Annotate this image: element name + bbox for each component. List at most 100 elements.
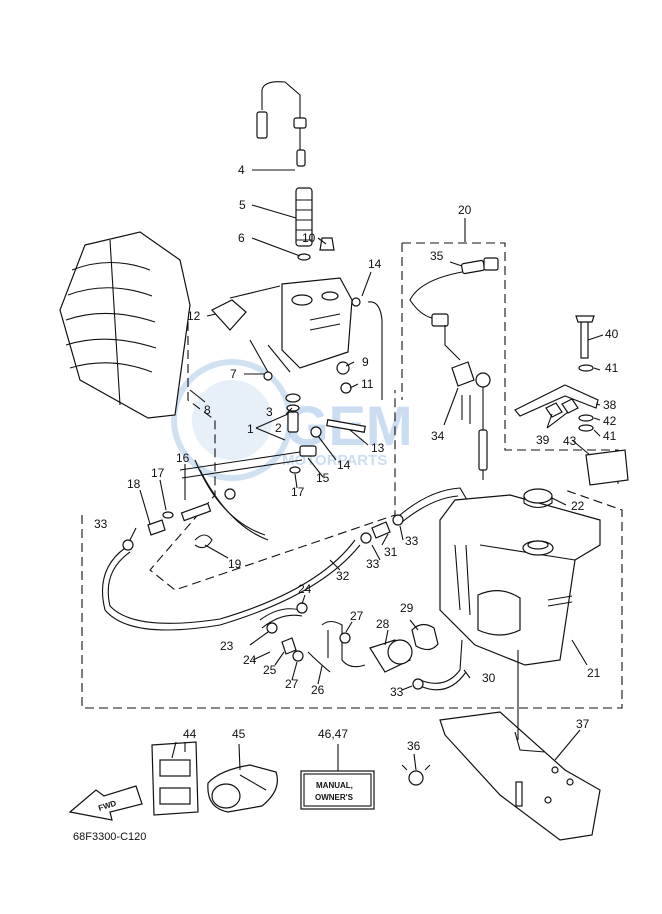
upper-hose-outline bbox=[149, 308, 396, 591]
callout-21: 21 bbox=[587, 666, 601, 680]
part-10-screw bbox=[319, 237, 335, 251]
group-20-outline bbox=[402, 242, 619, 485]
part-46-47-manual: MANUAL, OWNER'S bbox=[300, 770, 375, 810]
callout-24a: 24 bbox=[298, 582, 312, 596]
part-9-grommet bbox=[336, 361, 350, 375]
group-20-parts bbox=[409, 257, 499, 480]
callout-33b: 33 bbox=[366, 557, 380, 571]
callout-30: 30 bbox=[482, 671, 496, 685]
callout-40: 40 bbox=[605, 327, 619, 341]
long-hose-a bbox=[101, 544, 361, 631]
manual-label-line1: MANUAL, bbox=[316, 781, 353, 790]
callout-46-47: 46,47 bbox=[318, 727, 348, 741]
callout-15: 15 bbox=[316, 471, 330, 485]
part-18-connector bbox=[147, 519, 166, 536]
diagram-code: 68F3300-C120 bbox=[73, 831, 146, 843]
callout-13: 13 bbox=[371, 441, 385, 455]
callout-36: 36 bbox=[407, 739, 421, 753]
lower-system-outline bbox=[81, 489, 623, 709]
callout-39: 39 bbox=[536, 433, 550, 447]
upper-oil-tank bbox=[229, 277, 353, 369]
callout-19: 19 bbox=[228, 557, 242, 571]
part-14-clip-a bbox=[351, 297, 361, 307]
part-13-hose bbox=[326, 419, 366, 433]
right-bracket-parts bbox=[514, 315, 629, 486]
callout-17b: 17 bbox=[291, 485, 305, 499]
callout-14a: 14 bbox=[368, 257, 382, 271]
part-22-cap bbox=[523, 488, 553, 509]
callout-43: 43 bbox=[563, 434, 577, 448]
part-17-clip-b bbox=[162, 511, 174, 519]
callout-41b: 41 bbox=[603, 429, 617, 443]
part-6-washer bbox=[297, 253, 311, 261]
part-36-clip bbox=[401, 764, 431, 786]
callout-5: 5 bbox=[239, 198, 246, 212]
callout-35: 35 bbox=[430, 249, 444, 263]
callout-8: 8 bbox=[204, 403, 211, 417]
callout-26: 26 bbox=[311, 683, 325, 697]
callout-37: 37 bbox=[576, 717, 590, 731]
callout-9: 9 bbox=[362, 355, 369, 369]
callout-11: 11 bbox=[361, 377, 374, 391]
part-37-bracket bbox=[439, 650, 601, 841]
callout-6: 6 bbox=[238, 231, 245, 245]
part-17-clip-a bbox=[289, 466, 301, 474]
part-45-tool-bag bbox=[207, 764, 278, 813]
part-16-hose bbox=[180, 502, 212, 522]
callout-29: 29 bbox=[400, 601, 414, 615]
fuel-pump-assembly bbox=[259, 602, 467, 691]
callout-12: 12 bbox=[187, 309, 201, 323]
callout-18: 18 bbox=[127, 477, 141, 491]
parts-1-2-3 bbox=[285, 393, 301, 433]
callout-16: 16 bbox=[176, 451, 190, 465]
callout-45: 45 bbox=[232, 727, 246, 741]
callout-20: 20 bbox=[458, 203, 472, 217]
engine-cover bbox=[59, 231, 191, 419]
callout-34: 34 bbox=[431, 429, 445, 443]
callout-31: 31 bbox=[384, 545, 398, 559]
callout-3: 3 bbox=[266, 405, 273, 419]
callout-2: 2 bbox=[275, 421, 282, 435]
leader-lines bbox=[129, 169, 604, 771]
part-33-clip-c bbox=[392, 514, 404, 526]
part-15-connector bbox=[299, 445, 317, 457]
callout-25: 25 bbox=[263, 663, 277, 677]
callout-10: 10 bbox=[302, 231, 316, 245]
part-4-connector bbox=[256, 81, 307, 167]
callout-41a: 41 bbox=[605, 361, 619, 375]
part-19-clip bbox=[194, 534, 213, 549]
part-7-grommet bbox=[263, 371, 273, 381]
callout-27a: 27 bbox=[285, 677, 299, 691]
callout-28: 28 bbox=[376, 617, 390, 631]
callout-33d: 33 bbox=[390, 685, 404, 699]
part-33-clip-a bbox=[122, 539, 134, 551]
manual-label-line2: OWNER'S bbox=[315, 793, 354, 802]
callout-7: 7 bbox=[230, 367, 237, 381]
callout-42: 42 bbox=[603, 414, 617, 428]
callout-33c: 33 bbox=[94, 517, 108, 531]
callout-17a: 17 bbox=[151, 466, 165, 480]
callout-14b: 14 bbox=[337, 458, 351, 472]
callout-4: 4 bbox=[238, 163, 245, 177]
callout-44: 44 bbox=[183, 727, 197, 741]
main-fuel-tank bbox=[439, 494, 601, 666]
fwd-decal: FWD bbox=[68, 785, 143, 821]
part-14-clip-b bbox=[310, 426, 322, 438]
callout-22: 22 bbox=[571, 499, 585, 513]
callout-32: 32 bbox=[336, 569, 350, 583]
callout-labels: 4 5 6 10 14 12 7 9 11 8 3 1 2 13 14 15 1… bbox=[94, 163, 619, 753]
callout-24b: 24 bbox=[243, 653, 257, 667]
callout-23: 23 bbox=[220, 639, 234, 653]
part-11-screw bbox=[340, 382, 352, 394]
part-5-filter bbox=[295, 187, 313, 247]
part-31-connector bbox=[371, 521, 391, 539]
part-44-labels bbox=[151, 741, 199, 816]
part-12-bracket bbox=[211, 299, 247, 331]
callout-27b: 27 bbox=[350, 609, 364, 623]
part-33-clip-b bbox=[360, 532, 372, 544]
callout-38: 38 bbox=[603, 398, 617, 412]
callout-33a: 33 bbox=[405, 534, 419, 548]
hose-to-tank bbox=[399, 487, 471, 523]
